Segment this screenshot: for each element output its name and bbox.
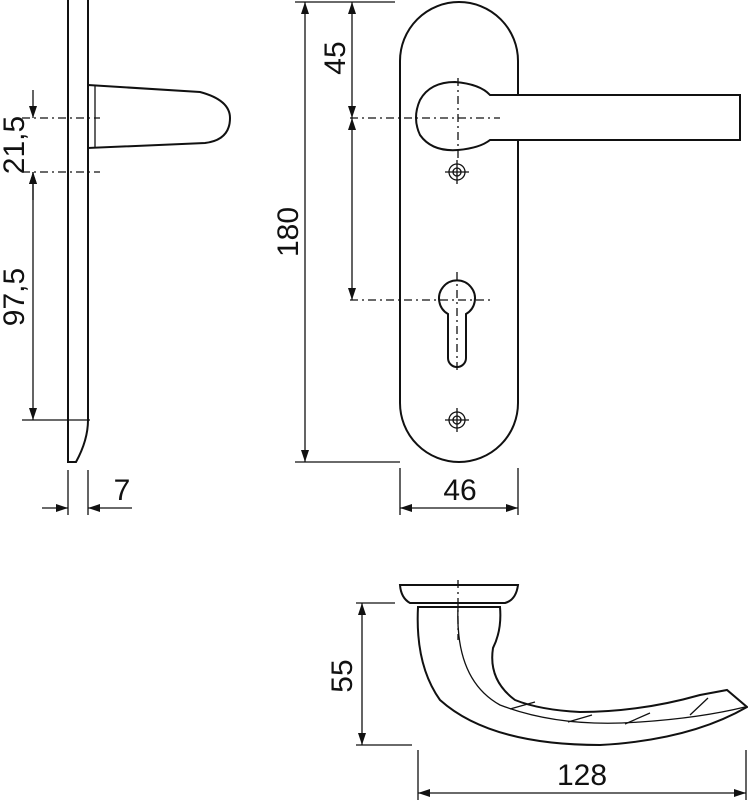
screw-hole-top [445, 160, 469, 184]
side-plate [67, 0, 89, 463]
front-view: 180 45 46 [272, 1, 741, 515]
dim-label-180: 180 [272, 207, 305, 257]
dim-label-21-5: 21,5 [0, 116, 31, 174]
dim-label-128: 128 [557, 759, 607, 792]
dim-label-55: 55 [326, 659, 359, 692]
dim-label-46: 46 [443, 474, 476, 507]
lever-top-view: 55 128 [326, 580, 748, 800]
front-plate [399, 1, 519, 463]
dim-label-97-5: 97,5 [0, 268, 31, 326]
cylinder-keyhole [438, 279, 476, 368]
dim-label-7: 7 [114, 474, 131, 507]
side-lever [87, 83, 232, 150]
front-lever [415, 80, 741, 152]
rosette [398, 584, 520, 604]
screw-hole-bottom [445, 408, 469, 432]
dim-label-45: 45 [319, 41, 352, 74]
side-view: 21,5 97,5 7 [0, 0, 232, 515]
lever-body [416, 606, 748, 747]
